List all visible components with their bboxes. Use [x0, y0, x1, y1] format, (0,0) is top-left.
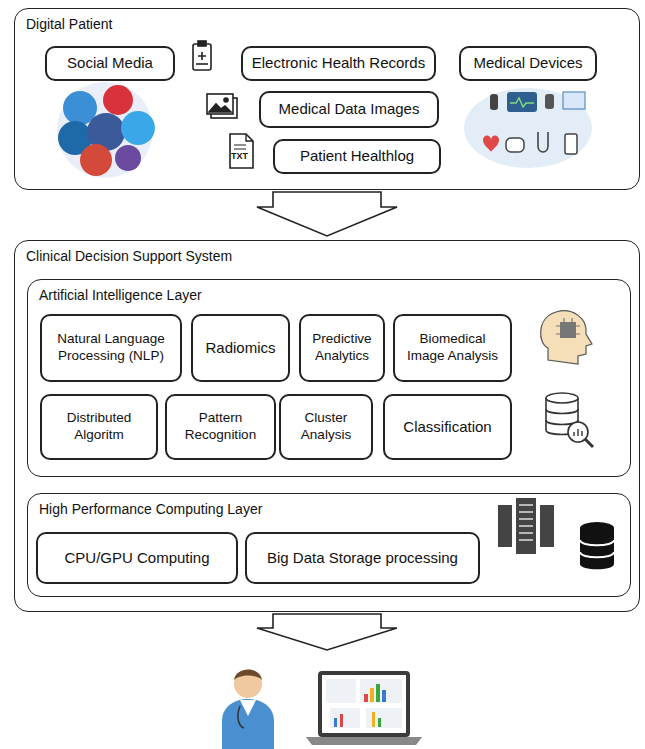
group-heading: Clinical Decision Support System	[26, 248, 232, 264]
medical-devices-icons	[464, 88, 592, 168]
database-icon	[580, 522, 614, 569]
box-label: Medical Data Images	[274, 98, 425, 121]
output-arrow	[257, 614, 397, 650]
server-icon	[498, 498, 554, 554]
process-box: Biomedical Image Analysis	[393, 314, 512, 382]
images-icon	[207, 94, 237, 118]
box-label: Patient Healthlog	[295, 145, 419, 168]
social-media-icons	[57, 82, 155, 178]
process-box: Predictive Analytics	[299, 314, 385, 382]
box-label: Medical Devices	[468, 52, 587, 75]
box-label: Radiomics	[200, 337, 280, 360]
process-box: Medical Devices	[459, 46, 597, 81]
process-box: Cluster Analysis	[279, 394, 373, 460]
ai-head-icon	[541, 311, 592, 364]
process-box: Medical Data Images	[259, 91, 439, 128]
process-box: Radiomics	[191, 314, 290, 382]
process-box: Classification	[383, 394, 512, 460]
group-heading: Digital Patient	[26, 16, 112, 32]
box-label: Cluster Analysis	[281, 408, 371, 446]
process-box: Big Data Storage processing	[245, 532, 480, 584]
process-box: Distributed Algoritm	[40, 394, 158, 460]
box-label: Pattern Recognition	[167, 408, 274, 446]
box-label: Electronic Health Records	[247, 52, 430, 75]
group-box: Clinical Decision Support SystemArtifici…	[14, 240, 640, 612]
icon-label: TXT	[231, 151, 248, 161]
process-box: Electronic Health Records	[241, 46, 436, 81]
box-label: Classification	[398, 416, 496, 439]
box-label: Big Data Storage processing	[262, 547, 463, 570]
doctor-figure	[222, 670, 274, 749]
file-icon	[230, 134, 253, 168]
laptop-figure	[306, 671, 422, 745]
box-label: Natural Language Processing (NLP)	[42, 329, 180, 367]
group-box: Digital PatientSocial Media Electronic He…	[14, 8, 640, 190]
process-box: Pattern Recognition	[165, 394, 276, 460]
box-label: Social Media	[62, 52, 158, 75]
group-box: Artificial Intelligence LayerNatural Lan…	[27, 279, 631, 477]
database-search-icon	[546, 393, 593, 447]
box-label: Biomedical Image Analysis	[395, 329, 510, 367]
group-heading: Artificial Intelligence Layer	[39, 287, 202, 303]
process-box: Natural Language Processing (NLP)	[40, 314, 182, 382]
process-box: CPU/GPU Computing	[36, 532, 238, 584]
box-label: Distributed Algoritm	[42, 408, 156, 446]
box-label: Predictive Analytics	[301, 329, 383, 367]
box-label: CPU/GPU Computing	[59, 547, 214, 570]
process-box: Social Media	[45, 46, 175, 81]
group-box: High Performance Computing LayerCPU/GPU …	[27, 493, 631, 597]
block-arrow	[257, 192, 397, 236]
clipboard-icon	[193, 41, 211, 70]
group-heading: High Performance Computing Layer	[39, 501, 262, 517]
process-box: Patient Healthlog	[273, 139, 441, 174]
